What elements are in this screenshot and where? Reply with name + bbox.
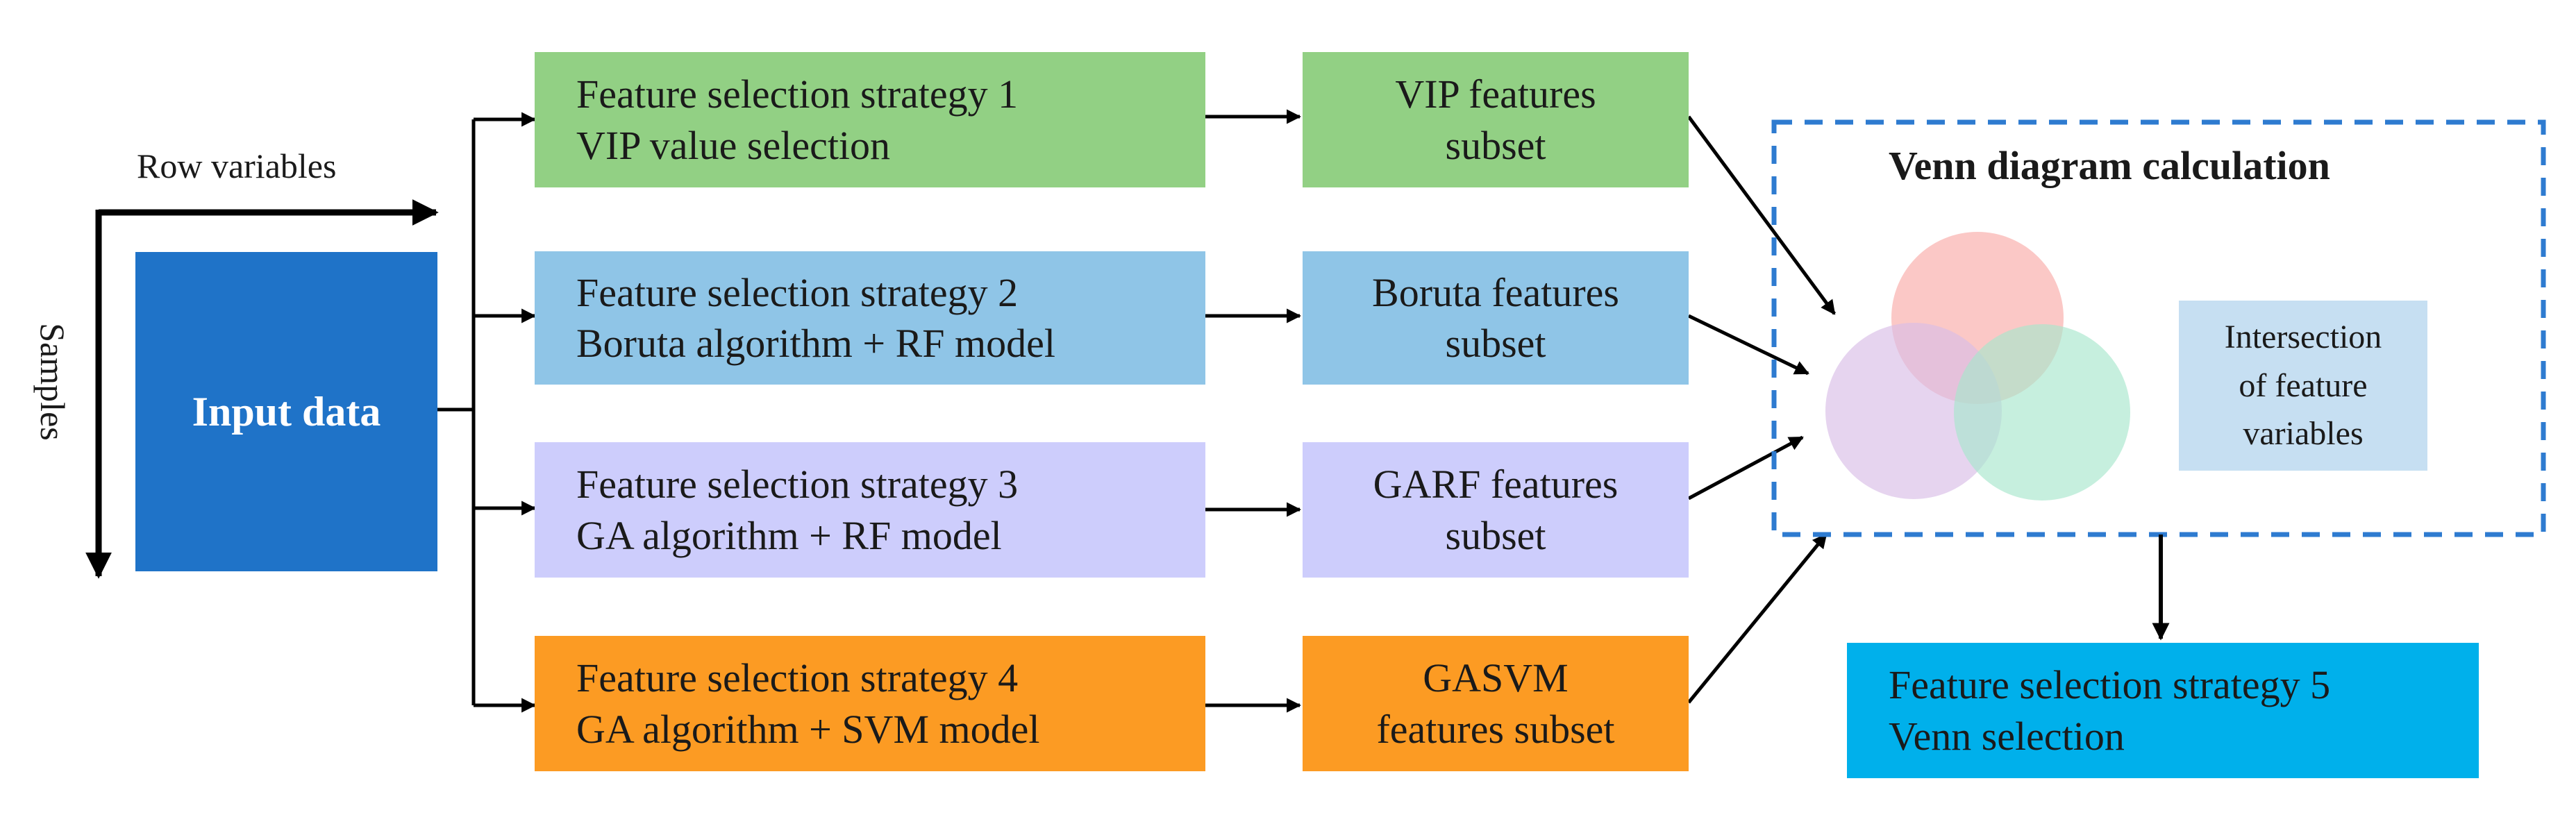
intersection-line2: of feature — [2239, 367, 2368, 404]
subset-box-2: Boruta features subset — [1303, 251, 1689, 385]
strategy-3-method: GA algorithm + RF model — [576, 512, 1002, 558]
subset-to-venn-arrow-1 — [1687, 115, 1837, 315]
strategy-1-title: Feature selection strategy 1 — [576, 72, 1019, 117]
final-strategy-title: Feature selection strategy 5 — [1889, 662, 2331, 708]
final-strategy-method: Venn selection — [1889, 713, 2125, 759]
intersection-line1: Intersection — [2224, 319, 2382, 356]
final-strategy-box: Feature selection strategy 5 Venn select… — [1847, 643, 2479, 778]
subset-box-1: VIP features subset — [1303, 52, 1689, 187]
input-data-label: Input data — [192, 388, 381, 435]
subset-2-line2: subset — [1445, 321, 1546, 366]
strategy-1-method: VIP value selection — [576, 122, 891, 168]
venn-circle-right — [1954, 324, 2130, 501]
subset-4-line2: features subset — [1376, 706, 1615, 752]
venn-circle-left — [1825, 323, 2002, 499]
intersection-line3: variables — [2243, 415, 2364, 453]
strategy-2-title: Feature selection strategy 2 — [576, 269, 1019, 315]
venn-title: Venn diagram calculation — [1889, 143, 2330, 188]
strategy-box-2: Feature selection strategy 2 Boruta algo… — [535, 251, 1205, 385]
input-data-box: Input data — [135, 252, 437, 571]
strategy-4-title: Feature selection strategy 4 — [576, 655, 1019, 701]
subset-3-line1: GARF features — [1373, 462, 1619, 507]
subset-to-venn-arrow-2 — [1687, 314, 1809, 376]
subset-2-line1: Boruta features — [1372, 269, 1619, 315]
intersection-box: Intersection of feature variables — [2179, 301, 2427, 471]
row-variables-label: Row variables — [137, 146, 337, 185]
strategy-2-method: Boruta algorithm + RF model — [576, 321, 1055, 366]
strategy-3-title: Feature selection strategy 3 — [576, 462, 1019, 507]
strategy-4-method: GA algorithm + SVM model — [576, 706, 1040, 752]
subset-3-line2: subset — [1445, 512, 1546, 558]
subset-1-line1: VIP features — [1395, 72, 1596, 117]
subset-to-venn-arrow-4 — [1687, 533, 1828, 704]
subset-1-line2: subset — [1445, 122, 1546, 168]
subset-4-line1: GASVM — [1423, 655, 1569, 701]
subset-to-venn-arrow-3 — [1687, 435, 1804, 501]
strategy-box-3: Feature selection strategy 3 GA algorith… — [535, 442, 1205, 578]
samples-label: Samples — [33, 323, 72, 441]
subset-box-3: GARF features subset — [1303, 442, 1689, 578]
strategy-box-1: Feature selection strategy 1 VIP value s… — [535, 52, 1205, 187]
strategy-box-4: Feature selection strategy 4 GA algorith… — [535, 636, 1205, 771]
subset-box-4: GASVM features subset — [1303, 636, 1689, 771]
